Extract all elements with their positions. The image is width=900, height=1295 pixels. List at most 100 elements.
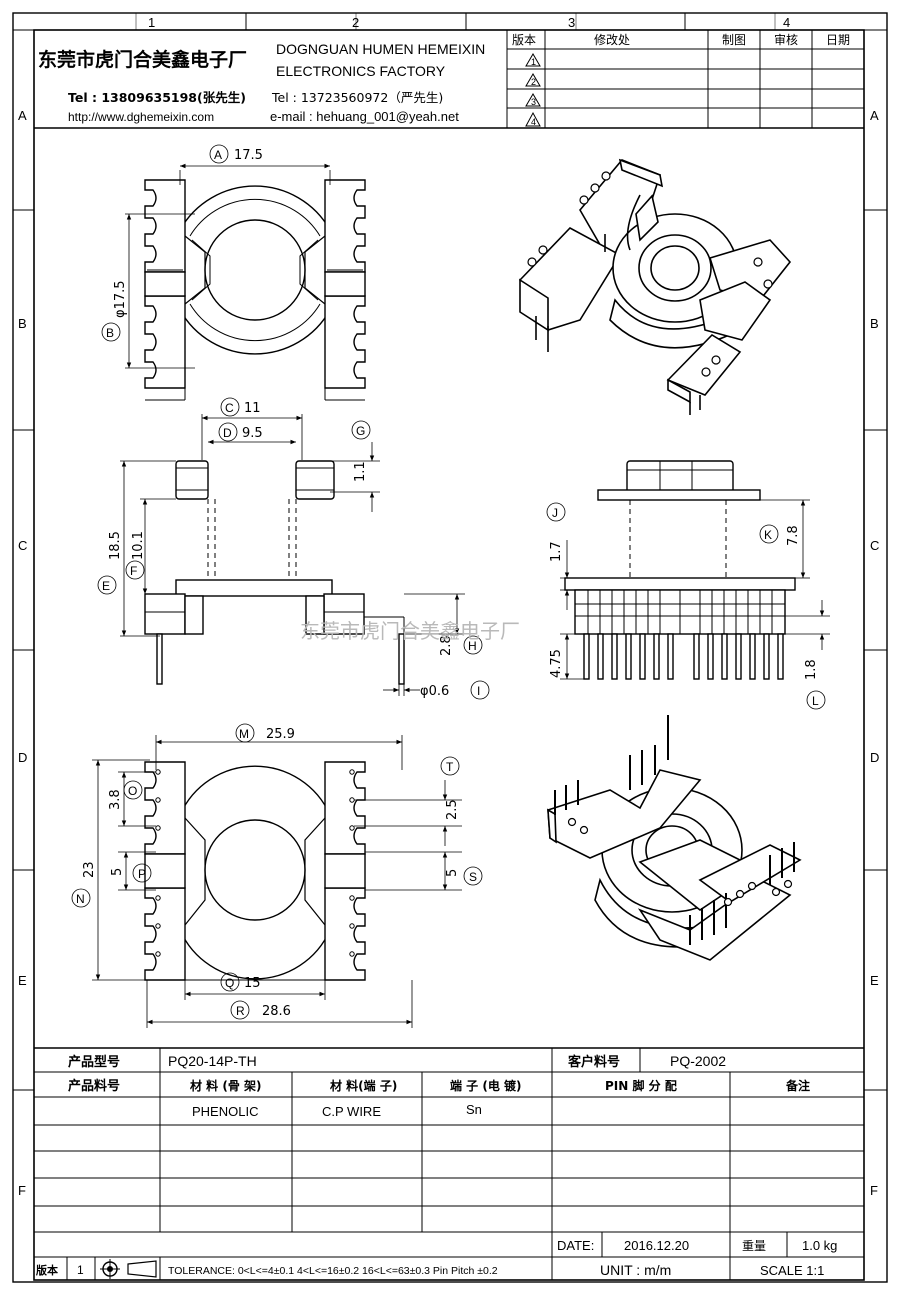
svg-text:E: E xyxy=(102,579,110,593)
dimension-i: φ0.6 I xyxy=(383,680,490,700)
zone-col-4: 4 xyxy=(783,15,790,30)
plating-value: Sn xyxy=(466,1102,482,1117)
zone-col-1: 1 xyxy=(148,15,155,30)
top-view-drawing xyxy=(144,179,366,401)
customer-part-label: 客户料号 xyxy=(568,1054,620,1070)
unit-text: UNIT : m/m xyxy=(600,1262,671,1278)
zone-row-c-right: C xyxy=(870,538,879,553)
rev-col-draw: 制图 xyxy=(722,33,746,47)
dim-l-value: 1.8 xyxy=(804,659,819,680)
zone-row-d-right: D xyxy=(870,750,879,765)
dim-e-value: 18.5 xyxy=(108,531,123,560)
dimension-r: R 28.6 xyxy=(146,980,413,1028)
svg-text:P: P xyxy=(138,867,146,881)
dim-p-value: 5 xyxy=(110,868,125,876)
dimension-j: 1.7 J xyxy=(546,502,598,610)
dim-h-value: 2.8 xyxy=(439,635,454,656)
zone-col-3: 3 xyxy=(568,15,575,30)
zone-row-c-left: C xyxy=(18,538,27,553)
zone-row-d-left: D xyxy=(18,750,27,765)
material-pin-label: 材 料(端 子) xyxy=(329,1078,397,1093)
revision-triangle-4: 4 xyxy=(525,111,541,127)
svg-text:A: A xyxy=(214,148,222,162)
dimension-b: φ17.5 B xyxy=(101,213,195,369)
bottom-view-drawing xyxy=(144,761,366,981)
isometric-view-bottom xyxy=(547,715,802,961)
dim-i-value: φ0.6 xyxy=(420,684,449,699)
dimension-p: 5 P xyxy=(110,851,156,891)
dim-pin-length-value: 4.75 xyxy=(549,649,564,678)
dimension-c: C 11 xyxy=(201,397,303,460)
rev-col-check: 审核 xyxy=(774,32,798,47)
revision-triangle-1: 1 xyxy=(525,53,541,67)
weight-value: 1.0 kg xyxy=(802,1238,837,1253)
tel-zhang: Tel : 13809635198(张先生) xyxy=(68,90,246,105)
dim-o-value: 3.8 xyxy=(108,789,123,810)
svg-text:1: 1 xyxy=(531,57,536,67)
svg-text:O: O xyxy=(128,784,137,798)
dimension-h: 2.8 H xyxy=(404,593,483,656)
remark-label: 备注 xyxy=(785,1078,810,1093)
dimension-e: 18.5 E xyxy=(97,460,176,637)
dimension-t: 2.5 T xyxy=(354,756,462,846)
dim-c-value: 11 xyxy=(244,401,261,416)
svg-text:2: 2 xyxy=(531,77,536,87)
zone-row-f-left: F xyxy=(18,1183,26,1198)
dim-k-value: 7.8 xyxy=(786,525,801,546)
svg-text:T: T xyxy=(446,760,454,774)
dim-s-value: 5 xyxy=(445,869,460,877)
date-value: 2016.12.20 xyxy=(624,1238,689,1253)
dimension-m: M 25.9 xyxy=(155,723,403,770)
dimension-s: 5 S xyxy=(365,851,483,891)
isometric-view-top xyxy=(519,158,792,415)
svg-text:H: H xyxy=(468,639,477,653)
weight-label: 重量 xyxy=(742,1239,766,1253)
dimension-a: A 17.5 xyxy=(179,144,331,185)
side-view-drawing xyxy=(564,460,796,680)
dimension-n: 23 N xyxy=(71,759,150,981)
tel-yan: Tel : 13723560972（严先生) xyxy=(271,90,443,105)
zone-row-e-left: E xyxy=(18,973,27,988)
svg-text:3: 3 xyxy=(531,97,536,107)
dim-f-value: 10.1 xyxy=(131,531,146,560)
pin-assign-label: PIN 脚 分 配 xyxy=(605,1078,677,1093)
svg-text:F: F xyxy=(130,564,137,578)
svg-text:Q: Q xyxy=(225,976,234,990)
email-link[interactable]: e-mail : hehuang_001@yeah.net xyxy=(270,109,459,124)
svg-text:C: C xyxy=(225,401,234,415)
svg-text:K: K xyxy=(764,528,772,542)
model-label: 产品型号 xyxy=(68,1054,120,1070)
revision-table: 版本 修改处 制图 审核 日期 1 2 3 4 xyxy=(506,30,864,128)
svg-text:L: L xyxy=(812,694,819,708)
model-value: PQ20-14P-TH xyxy=(168,1053,257,1069)
svg-text:G: G xyxy=(356,424,365,438)
version-value: 1 xyxy=(77,1263,84,1277)
tolerance-text: TOLERANCE: 0<L<=4±0.1 4<L<=16±0.2 16<L<=… xyxy=(168,1265,498,1277)
material-frame-label: 材 料 (骨 架) xyxy=(189,1078,262,1093)
company-name-en-2: ELECTRONICS FACTORY xyxy=(276,63,446,79)
material-frame-value: PHENOLIC xyxy=(192,1104,258,1119)
zone-row-a-right: A xyxy=(870,108,879,123)
dim-d-value: 9.5 xyxy=(242,426,263,441)
version-label: 版本 xyxy=(36,1263,58,1277)
company-name-en-1: DOGNGUAN HUMEN HEMEIXIN xyxy=(276,41,485,57)
svg-text:B: B xyxy=(106,326,114,340)
dimension-k: 7.8 K xyxy=(759,499,810,579)
material-pin-value: C.P WIRE xyxy=(322,1104,381,1119)
dim-b-value: φ17.5 xyxy=(113,280,128,318)
svg-text:I: I xyxy=(477,684,480,698)
watermark-text: 东莞市虎门合美鑫电子厂 xyxy=(300,619,520,643)
dimension-o: 3.8 O xyxy=(108,771,156,827)
revision-triangle-2: 2 xyxy=(525,73,541,87)
svg-text:J: J xyxy=(552,506,558,520)
svg-text:R: R xyxy=(236,1004,245,1018)
projection-symbol-icon xyxy=(100,1259,157,1279)
website-link[interactable]: http://www.dghemeixin.com xyxy=(68,110,214,124)
dim-q-value: 15 xyxy=(244,976,261,991)
svg-text:D: D xyxy=(223,426,232,440)
dimension-l: 1.8 L xyxy=(785,600,830,710)
dim-r-value: 28.6 xyxy=(262,1004,291,1019)
plating-label: 端 子 (电 镀) xyxy=(450,1078,522,1093)
dim-m-value: 25.9 xyxy=(266,727,295,742)
